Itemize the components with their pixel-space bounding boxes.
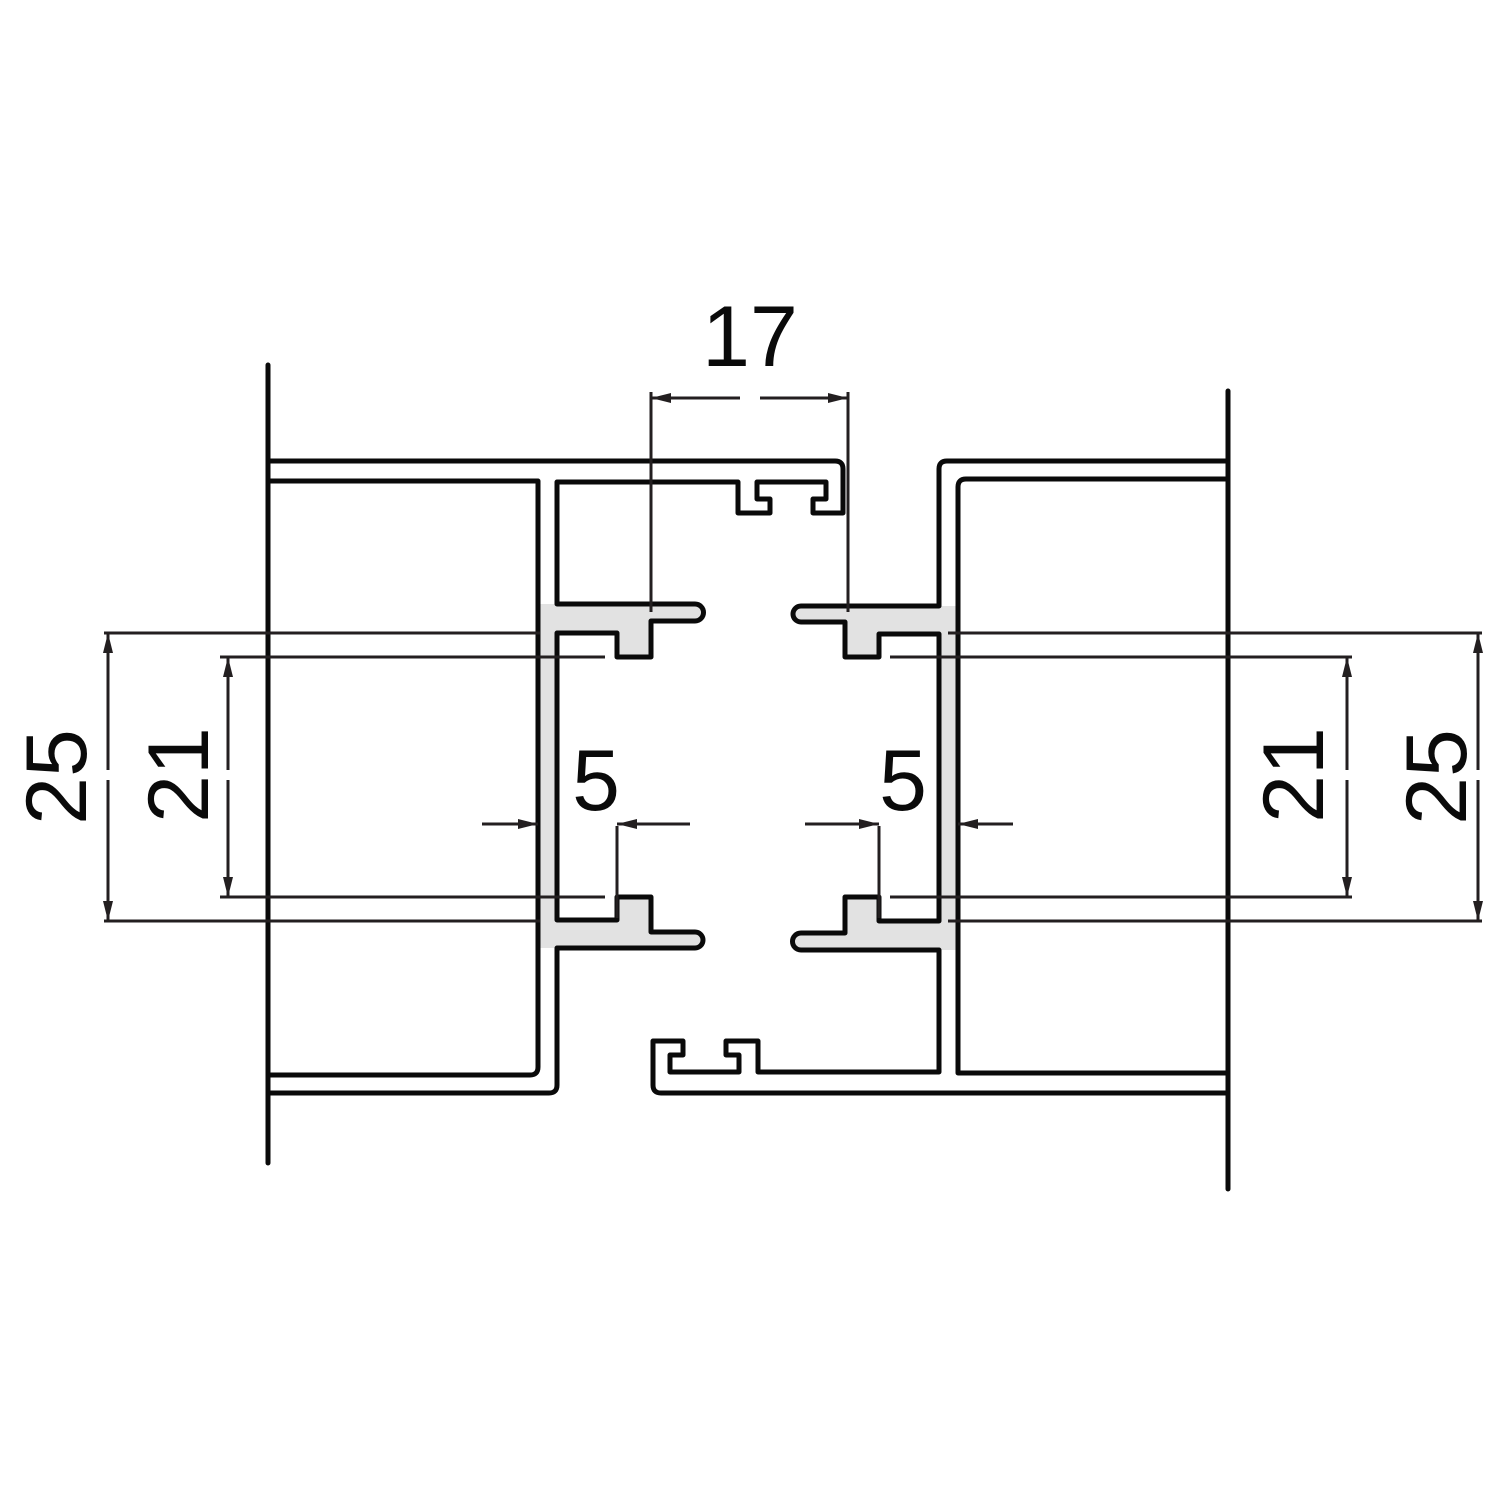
dimension-right-inner-height: 21 [890,655,1352,899]
dimension-label-5-right: 5 [879,733,927,829]
dimension-right-gap: 5 [805,733,1013,918]
dimension-top-width: 17 [649,289,850,612]
dimension-left-inner-height: 21 [131,655,605,899]
dimension-label-21-left: 21 [131,727,227,823]
dimension-label-25-left: 25 [9,729,105,825]
dimension-label-5-left: 5 [572,733,620,829]
dimension-left-gap: 5 [482,733,690,918]
dimension-label-21-right: 21 [1246,727,1342,823]
dimension-right-outer-height: 25 [948,631,1485,923]
dimension-left-outer-height: 25 [9,631,540,923]
dimension-label-25-right: 25 [1389,729,1485,825]
dimension-label-17: 17 [702,289,798,385]
